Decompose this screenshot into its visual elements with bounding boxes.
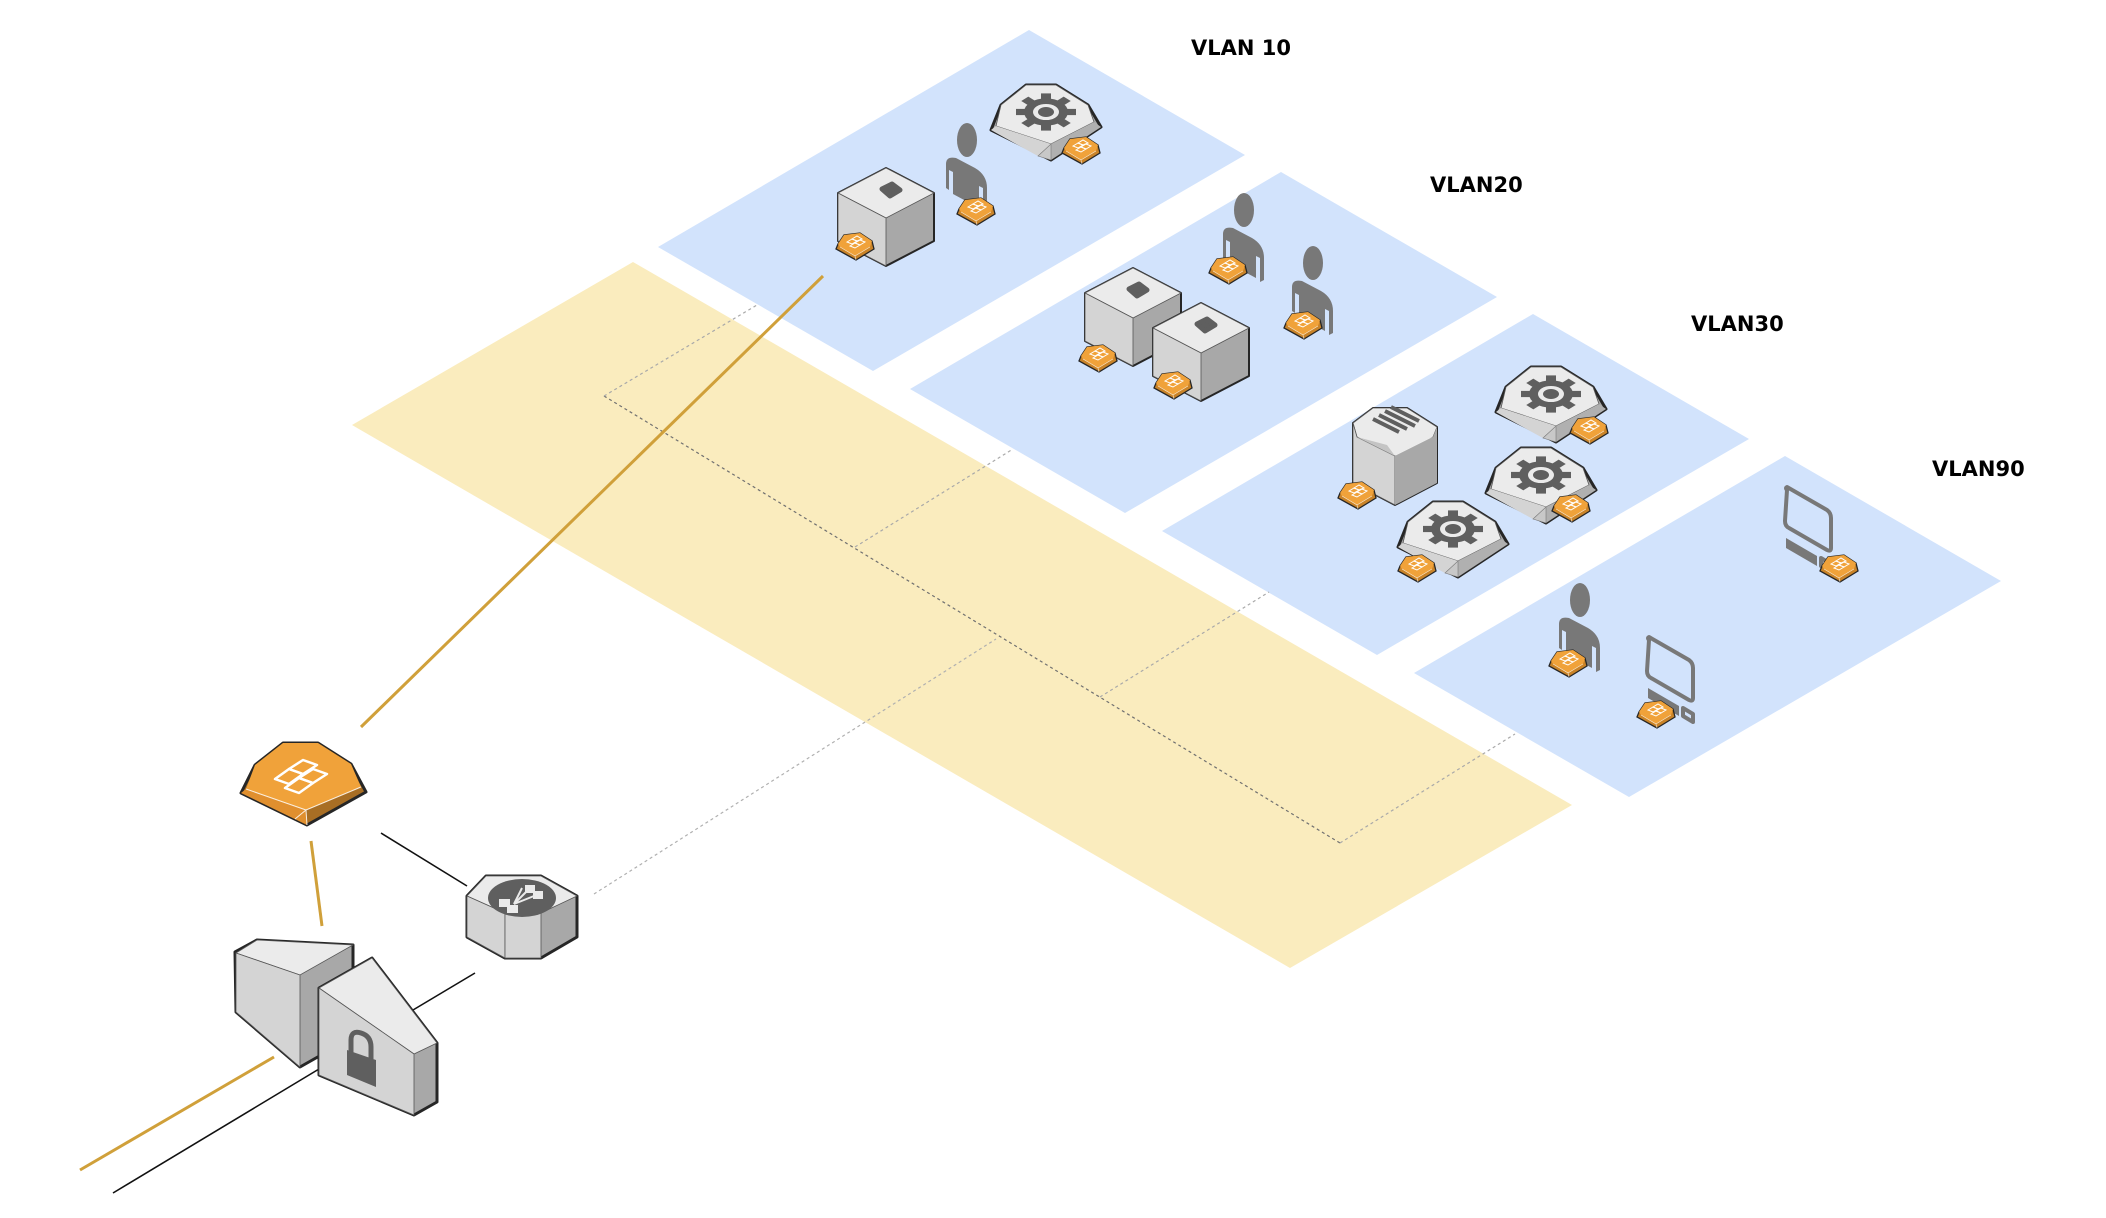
vlan-zone-vlan90 (1414, 456, 2001, 797)
internet-black-link (112, 1068, 320, 1194)
internet-gold-link (79, 1055, 275, 1172)
firewall-to-gateway-link (309, 840, 324, 927)
lock-icon (347, 1029, 376, 1087)
vlan-zone-vlan10 (658, 30, 1245, 371)
router-icon (488, 879, 556, 917)
firewall-to-router-link (380, 832, 468, 887)
vpn-gateway[interactable] (233, 938, 439, 1117)
vlan-label-30: VLAN30 (1691, 312, 1784, 336)
vlan-label-90: VLAN90 (1932, 457, 2025, 481)
vlan20-trunk-link (854, 448, 1014, 548)
edge-firewall[interactable] (239, 741, 368, 827)
vlan-label-10: VLAN 10 (1191, 36, 1291, 60)
router-trunk-link (593, 638, 997, 895)
router[interactable] (465, 874, 579, 960)
firewall-to-vlan10-link (359, 274, 825, 729)
vlan-zone-vlan30 (1162, 314, 1749, 655)
vlan-label-20: VLAN20 (1430, 173, 1523, 197)
router-to-gateway-link (412, 972, 476, 1011)
vlan90-trunk-link (1339, 733, 1516, 844)
